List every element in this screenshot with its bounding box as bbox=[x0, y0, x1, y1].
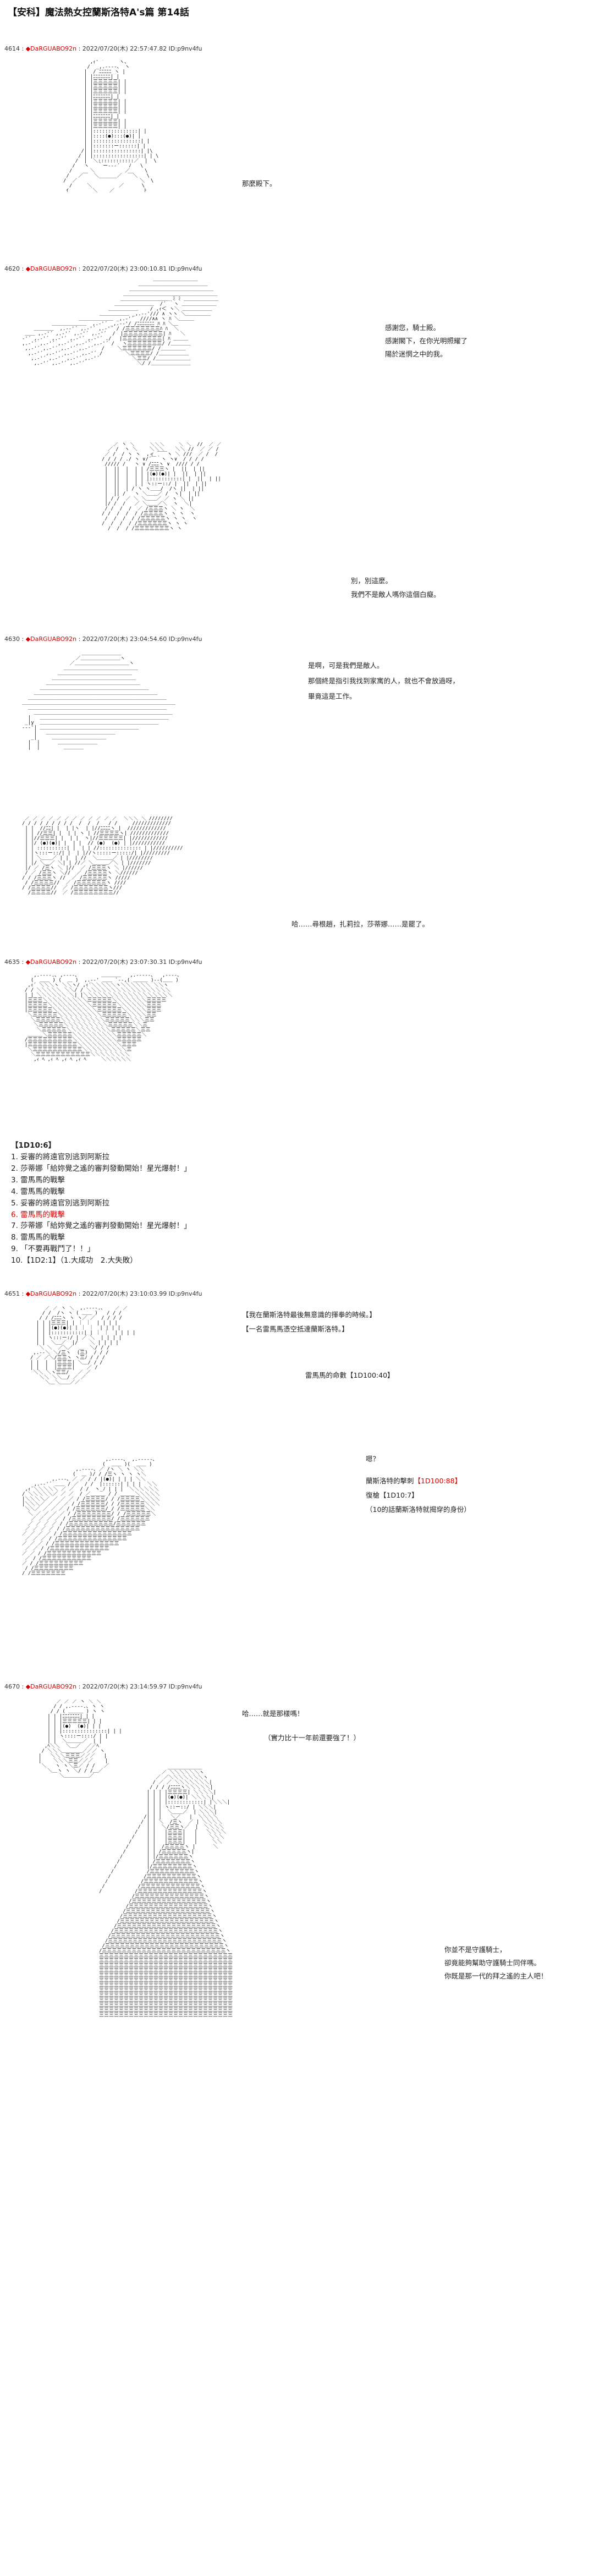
trip-diamond: ◆ bbox=[25, 958, 31, 966]
post-number[interactable]: 4670 : bbox=[4, 1683, 24, 1690]
dialogue-line: 哈……尋根趙，扎莉拉，莎蒂娜……是罷了。 bbox=[292, 920, 430, 928]
post-header: 4651 : ◆DaRGUABO92n : 2022/07/20(木) 23:1… bbox=[4, 1289, 202, 1298]
ascii-art-character: ／ ／ ／ ヽ ＼ ＼ / / ,.-‐‐-.､ ヽ ヽ / / ( ＿＿＿ )… bbox=[38, 1700, 122, 1779]
dice-roll-value: 【1D100:88】 bbox=[414, 1477, 462, 1485]
dialogue-line: 那個終是指引我找到家寓的人，就也不會放過呀， bbox=[308, 677, 460, 685]
poster-name[interactable]: DaRGUABO92n bbox=[30, 265, 77, 272]
poster-name[interactable]: DaRGUABO92n bbox=[30, 1290, 77, 1297]
trip-diamond: ◆ bbox=[25, 45, 31, 52]
poster-name[interactable]: DaRGUABO92n bbox=[30, 45, 77, 52]
ascii-art-character: ／ ／ ヽ ＼ ,.-‐‐-.､ ／ ／ / / /ヽ ヽ ( ＿＿ ) / /… bbox=[30, 1306, 136, 1385]
dialogue-line: （10的話蘭斯洛特就揭穿的身份） bbox=[366, 1505, 471, 1514]
ascii-art-character: ／ ヽ ＼ ＼＼＼ ＼ ＼ // ／ ／ ／ / ヽ ＼ ＼＼＼ ＼＼ // ／… bbox=[102, 442, 222, 531]
ascii-art-battle: ,.-‐‐-.､ ,-‐‐-､ ＿＿＿＿ ,.-‐‐‐-､ ,-‐‐-､ ( ＿… bbox=[25, 973, 180, 1062]
dialogue-line: 哈……就是那樣嗎！ bbox=[242, 1709, 304, 1718]
post-header: 4635 : ◆DaRGUABO92n : 2022/07/20(木) 23:0… bbox=[4, 957, 202, 966]
dialogue-line: 嗯？ bbox=[366, 1455, 380, 1463]
post-number[interactable]: 4630 : bbox=[4, 635, 24, 643]
page-title: 【安科】魔法熱女控蘭斯洛特A's篇 第14話 bbox=[8, 7, 190, 18]
dialogue-line: 那麼殿下。 bbox=[242, 179, 277, 188]
ascii-art-figures: ／ ／ ／ ／ ／ ／ ／ ／ ／ ／ ／ ／ ＼＼＼ ＼ //////// /… bbox=[22, 816, 183, 896]
list-item: 1. 妥審的將遠官別逃到阿斯拉 bbox=[11, 1152, 110, 1161]
list-item-highlighted: 6. 雷馬馬的戰擊 bbox=[11, 1210, 65, 1219]
post-meta: : 2022/07/20(木) 23:07:30.31 ID:p9nv4fu bbox=[78, 958, 202, 966]
dialogue-line: 【一名雷馬馬憑空抵達蘭斯洛特。】 bbox=[242, 1325, 349, 1333]
post-header: 4670 : ◆DaRGUABO92n : 2022/07/20(木) 23:1… bbox=[4, 1682, 202, 1691]
dialogue-line: （實力比十一年前還要強了！） bbox=[264, 1734, 361, 1742]
ascii-art-battle: ,.-‐‐-､ ,.-‐‐‐-､ ( ＿＿ )( ＿＿ ) ,.-‐‐-､ ／ … bbox=[22, 1457, 160, 1576]
list-item: 5. 妥審的將遠官別逃到阿斯拉 bbox=[11, 1198, 110, 1208]
dialogue-line: 我們不是敵人嗎你這個白癡。 bbox=[351, 590, 441, 599]
post-meta: : 2022/07/20(木) 23:04:54.60 ID:p9nv4fu bbox=[78, 635, 202, 643]
post-meta: : 2022/07/20(木) 23:00:10.81 ID:p9nv4fu bbox=[78, 265, 202, 272]
list-item: 3. 雷馬馬的戰擊 bbox=[11, 1175, 65, 1185]
dialogue-line: 畢竟這是工作。 bbox=[308, 692, 356, 700]
poster-name[interactable]: DaRGUABO92n bbox=[30, 635, 77, 643]
post-meta: : 2022/07/20(木) 22:57:47.82 ID:p9nv4fu bbox=[78, 45, 202, 52]
list-item: 4. 雷馬馬的戰擊 bbox=[11, 1187, 65, 1196]
post-number[interactable]: 4620 : bbox=[4, 265, 24, 272]
dice-roll: 蘭斯洛特的擊刺【1D100:88】 bbox=[366, 1475, 461, 1488]
list-item: 8. 雷馬馬的戰擊 bbox=[11, 1233, 65, 1242]
dialogue-line: 陽於迷惘之中的我。 bbox=[385, 350, 447, 358]
dialogue-line: 是啊，可是我們是敵人。 bbox=[308, 661, 384, 670]
trip-diamond: ◆ bbox=[25, 1290, 31, 1297]
dialogue-line: 感謝閣下，在你光明照耀了 bbox=[385, 337, 468, 345]
ascii-art-scene: ＿＿＿＿＿＿＿＿＿ ＿＿＿＿＿＿＿＿＿＿＿＿＿＿ ＿＿＿＿＿＿＿＿＿＿＿＿＿＿＿… bbox=[22, 277, 219, 366]
dialogue-line: 【我在蘭斯洛特最後無意識的揮拳的時候。】 bbox=[242, 1311, 376, 1319]
trip-diamond: ◆ bbox=[25, 265, 31, 272]
dice-roll: 雷馬馬的命數【1D100:40】 bbox=[305, 1371, 394, 1379]
ascii-art-character: ＿＿＿＿＿＿＿ ／ ＼＼＼＼＼＼ヽ ／ ／＼＼＼＼＼＼＼ヽ / ／ ／ ＼＼＼＼… bbox=[99, 1766, 233, 2018]
dialogue-line: 你並不是守護騎士， bbox=[444, 1945, 507, 1954]
post-number[interactable]: 4614 : bbox=[4, 45, 24, 52]
dice-roll-label: 蘭斯洛特的擊刺 bbox=[366, 1477, 414, 1485]
trip-diamond: ◆ bbox=[25, 1683, 31, 1690]
dialogue-line: 你既是那一代的拜之遙的主人吧！ bbox=[444, 1972, 548, 1980]
post-number[interactable]: 4651 : bbox=[4, 1290, 24, 1297]
list-item: 9. 「不要再戰鬥了！！」 bbox=[11, 1245, 95, 1254]
poster-name[interactable]: DaRGUABO92n bbox=[30, 958, 77, 966]
post-number[interactable]: 4635 : bbox=[4, 958, 24, 966]
list-item: 7. 莎蒂娜「給妳覺之遙的審判發動開始！星光爆射！」 bbox=[11, 1221, 191, 1231]
list-item: 10.【1D2:1】（1.大成功 2.大失敗） bbox=[11, 1256, 138, 1265]
choice-list: 【1D10:6】 1. 妥審的將遠官別逃到阿斯拉 2. 莎蒂娜「給妳覺之遙的審判… bbox=[11, 1140, 191, 1267]
ascii-art-scene: ＿＿＿＿＿＿＿＿ ／＿＿＿＿＿＿＿＿ヽ ／＿＿＿＿＿＿＿＿＿＿＿ヽ ＿＿＿＿＿＿… bbox=[22, 651, 176, 750]
post-header: 4614 : ◆DaRGUABO92n : 2022/07/20(木) 22:5… bbox=[4, 44, 202, 53]
post-meta: : 2022/07/20(木) 23:10:03.99 ID:p9nv4fu bbox=[78, 1290, 202, 1297]
dialogue-line: 別，別這麼。 bbox=[351, 577, 393, 585]
post-meta: : 2022/07/20(木) 23:14:59.97 ID:p9nv4fu bbox=[78, 1683, 202, 1690]
trip-diamond: ◆ bbox=[25, 635, 31, 643]
dialogue-line: 感謝您，騎士殿。 bbox=[385, 324, 441, 332]
ascii-art-figure: ,ｨ' ´￣￣｀ヽ、 / _,.-‐‐-、 ヽ | / ﾆﾆﾆﾆﾆ ヽ | | … bbox=[63, 60, 159, 194]
list-header: 【1D10:6】 bbox=[11, 1141, 56, 1150]
dice-roll: 復槍【1D10:7】 bbox=[366, 1491, 419, 1499]
post-header: 4630 : ◆DaRGUABO92n : 2022/07/20(木) 23:0… bbox=[4, 634, 202, 643]
dialogue-line: 卻竟能夠幫助守護騎士同伴嗎。 bbox=[444, 1959, 541, 1967]
post-header: 4620 : ◆DaRGUABO92n : 2022/07/20(木) 23:0… bbox=[4, 264, 202, 273]
list-item: 2. 莎蒂娜「給妳覺之遙的審判發動開始！星光爆射！」 bbox=[11, 1164, 191, 1173]
poster-name[interactable]: DaRGUABO92n bbox=[30, 1683, 77, 1690]
